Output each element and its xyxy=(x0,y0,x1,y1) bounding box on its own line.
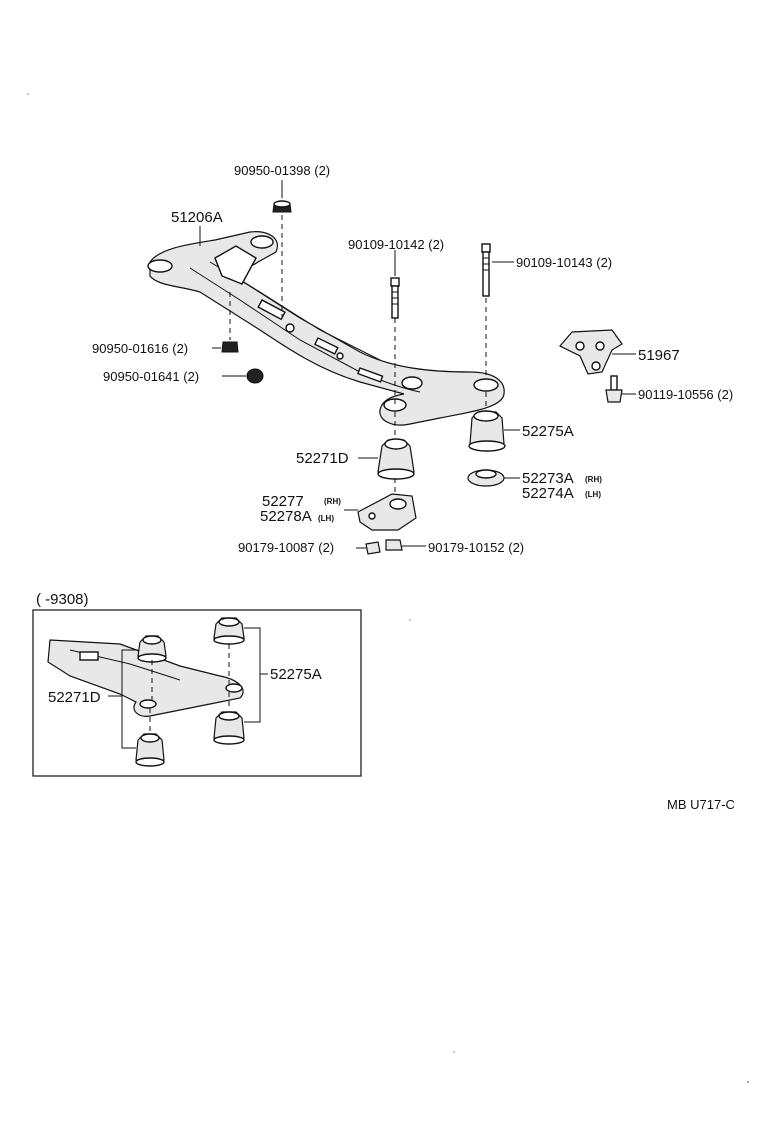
nut-left xyxy=(365,541,381,555)
plug-left-2 xyxy=(246,368,264,384)
stopper-cushion xyxy=(467,469,505,487)
plug-left-1 xyxy=(221,341,239,353)
diagram-code: MB U717-C xyxy=(667,797,735,812)
cushion-right xyxy=(468,410,506,452)
bracket-51967 xyxy=(559,329,623,375)
nut-right xyxy=(385,539,403,551)
label-crossmember: 51206A xyxy=(171,209,223,226)
label-bracket: 51967 xyxy=(638,347,680,364)
crossmember-51206a xyxy=(147,231,505,426)
inset-label-cushion-right: 52275A xyxy=(270,666,322,683)
label-plug-left-1: 90950-01616 (2) xyxy=(92,341,188,356)
label-stopper-lh: 52274A xyxy=(522,485,574,502)
label-mount-lh-side: (LH) xyxy=(318,514,334,523)
label-mount-lh: 52278A xyxy=(260,508,312,525)
label-mount-rh: 52277 xyxy=(262,493,304,510)
inset-label-cushion-left: 52271D xyxy=(48,689,101,706)
inset-cushion-bottom-left xyxy=(135,733,165,767)
label-cushion-mid: 52271D xyxy=(296,450,349,467)
inset-frame xyxy=(32,609,362,777)
inset-cushion-top-left xyxy=(137,635,167,663)
inset-cushion-top-right xyxy=(213,617,245,645)
label-plug-top: 90950-01398 (2) xyxy=(234,163,330,178)
bolt-mid xyxy=(390,277,400,319)
label-bolt-mid: 90109-10142 (2) xyxy=(348,237,444,252)
label-stopper-rh: 52273A xyxy=(522,470,574,487)
inset-crossmember xyxy=(47,639,244,717)
engine-mount xyxy=(357,493,417,531)
cushion-mid xyxy=(377,438,415,480)
bracket-bolt xyxy=(605,375,623,403)
label-nut-right: 90179-10152 (2) xyxy=(428,540,524,555)
label-nut-left: 90179-10087 (2) xyxy=(238,540,334,555)
label-mount-rh-side: (RH) xyxy=(324,497,341,506)
label-plug-left-2: 90950-01641 (2) xyxy=(103,369,199,384)
label-stopper-rh-side: (RH) xyxy=(585,475,602,484)
label-bracket-bolt: 90119-10556 (2) xyxy=(638,387,733,402)
inset-cushion-bottom-right xyxy=(213,711,245,745)
plug-top xyxy=(272,200,292,213)
label-bolt-right: 90109-10143 (2) xyxy=(516,255,612,270)
label-cushion-right: 52275A xyxy=(522,423,574,440)
inset-range-label: ( -9308) xyxy=(36,591,89,608)
bolt-right xyxy=(481,243,491,297)
label-stopper-lh-side: (LH) xyxy=(585,490,601,499)
